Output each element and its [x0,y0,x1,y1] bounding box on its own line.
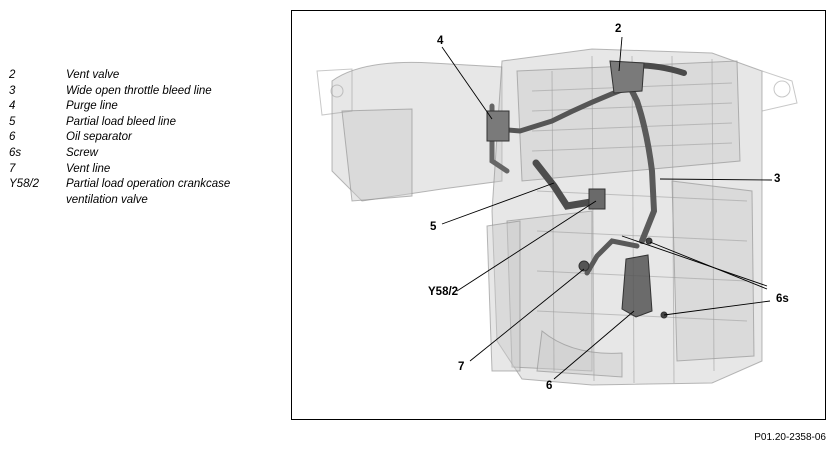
screw [645,237,653,245]
components [486,60,668,319]
legend-text: Partial load operation crankcase ventila… [66,178,231,206]
legend-text: Screw [66,146,98,159]
hoses [489,62,687,276]
callout-6: 6 [546,380,553,392]
leader-lines [441,36,773,380]
vent-valve [609,60,645,94]
vent-line-end [578,260,590,272]
legend-text: Wide open throttle bleed line [66,84,212,97]
legend-text: Oil separator [66,131,132,144]
legend-text: Vent valve [66,69,120,81]
callout-6s: 6s [776,293,789,305]
legend-item: 6 Oil separator [9,130,266,146]
engine-illustration [316,36,798,386]
purge-line-fitting [486,110,510,142]
legend-text: Partial load bleed line [66,115,176,128]
callout-y58-2: Y58/2 [428,286,459,298]
callout-7: 7 [458,361,465,373]
legend-key: 2 [9,69,16,81]
legend-key: 6s [9,146,22,159]
legend: 2 Vent valve 3 Wide open throttle bleed … [9,68,266,208]
callout-2: 2 [615,23,622,35]
legend-item: 5 Partial load bleed line [9,115,266,131]
legend-key: 7 [9,162,16,175]
legend-item: 6s Screw [9,146,266,162]
partial-load-valve [588,188,606,210]
legend-item: Y58/2 Partial load operation crankcase v… [9,177,266,208]
legend-item: 7 Vent line [9,162,266,178]
legend-text: Vent line [66,162,111,175]
legend-item: 4 Purge line [9,99,266,115]
legend-key: 4 [9,100,16,113]
engine-diagram-frame: 2 4 3 5 Y58/2 6s 7 6 [291,10,826,420]
legend-key: 6 [9,131,16,144]
reference-code: P01.20-2358-06 [754,432,826,443]
legend-key: Y58/2 [9,178,40,191]
legend-item: 2 Vent valve [9,68,266,84]
legend-text: Purge line [66,100,118,113]
oil-separator [621,254,653,318]
callout-4: 4 [437,35,444,47]
callout-5: 5 [430,221,437,233]
engine-block [331,48,763,386]
legend-key: 5 [9,115,16,128]
legend-key: 3 [9,84,16,97]
callout-3: 3 [774,173,781,185]
legend-item: 3 Wide open throttle bleed line [9,84,266,100]
